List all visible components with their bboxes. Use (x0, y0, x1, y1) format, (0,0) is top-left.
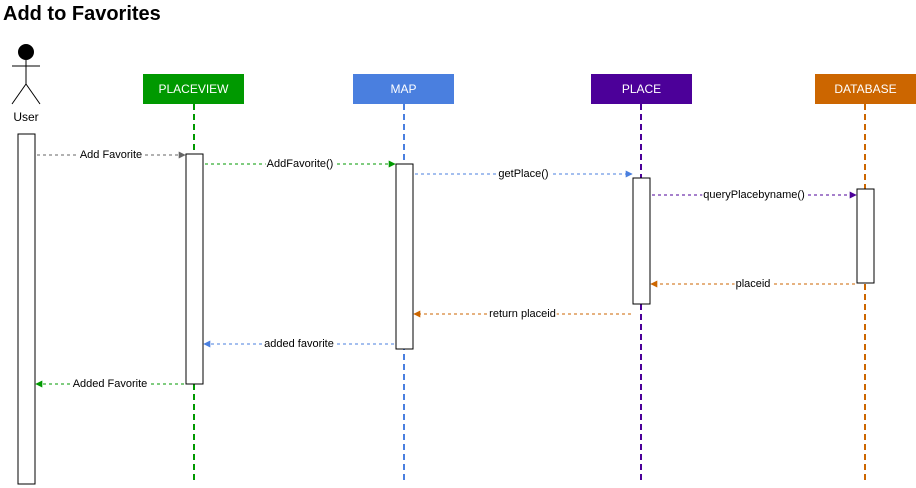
map-activation-bar (395, 163, 414, 350)
message-label-1: Add Favorite (78, 149, 144, 162)
placeview-activation-bar (185, 153, 204, 385)
message-label-6: return placeid (488, 308, 557, 321)
participant-map: MAP (353, 74, 454, 104)
participant-database: DATABASE (815, 74, 916, 104)
page-title: Add to Favorites (3, 3, 161, 25)
place-activation-bar (632, 177, 651, 305)
user-actor-label: User (13, 110, 39, 124)
participant-place: PLACE (591, 74, 692, 104)
user-activation-bar (17, 133, 36, 485)
message-label-2: AddFavorite() (265, 158, 335, 171)
message-label-5: placeid (734, 278, 772, 291)
user-actor-icon (11, 44, 41, 105)
database-activation-bar (856, 188, 875, 284)
message-label-4: queryPlacebyname() (702, 189, 806, 202)
message-label-3: getPlace() (497, 168, 550, 181)
message-label-8: Added Favorite (71, 378, 149, 391)
message-label-7: added favorite (263, 338, 335, 351)
participant-placeview: PLACEVIEW (143, 74, 244, 104)
